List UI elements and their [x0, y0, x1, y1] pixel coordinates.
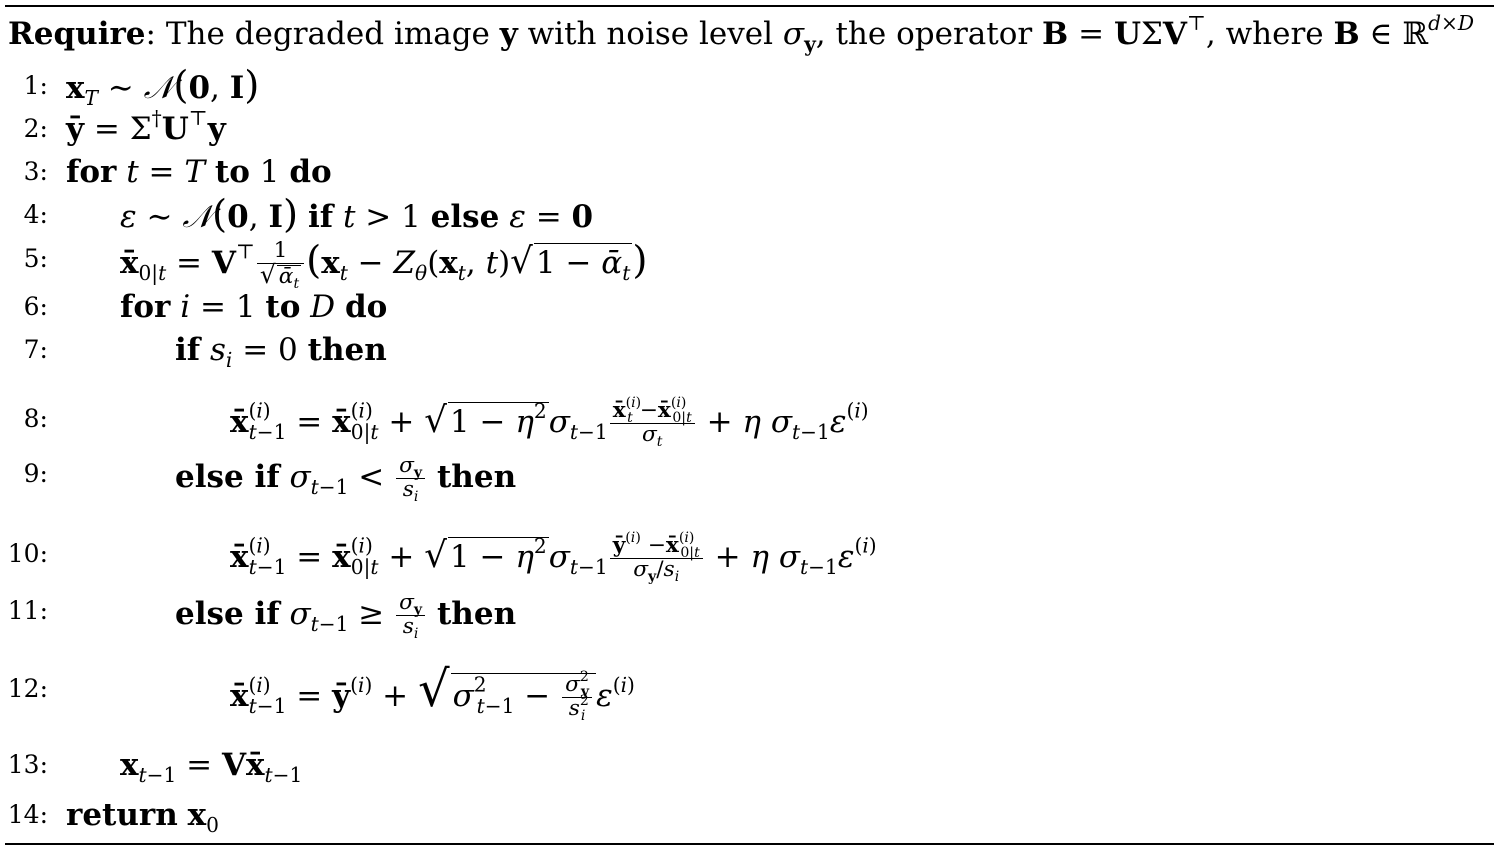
- line-number: 6:: [23, 292, 48, 321]
- line-content: for i = 1 to D do: [120, 289, 388, 325]
- line-number: 7:: [23, 335, 48, 364]
- require-label: Require: [8, 16, 146, 52]
- line-content: for t = T to 1 do: [66, 154, 332, 190]
- line-number: 14:: [7, 800, 48, 829]
- line-content: if si = 0 then: [175, 332, 387, 373]
- line-number: 13:: [7, 750, 48, 779]
- line-number: 1:: [23, 71, 48, 100]
- bottom-rule: [5, 843, 1494, 845]
- line-number: 2:: [23, 114, 48, 143]
- line-number: 4:: [23, 200, 48, 229]
- line-content: ȳ = Σ†U⊤y: [66, 105, 226, 147]
- line-number: 8:: [23, 404, 48, 433]
- line-content: x̄0|t = V⊤1√ᾱt(xt − Zθ(xt, t)√1 − ᾱt): [120, 237, 648, 292]
- require-text: Require: The degraded image y with noise…: [8, 10, 1475, 57]
- line-content: xt−1 = Vx̄t−1: [120, 747, 303, 788]
- line-number: 5:: [23, 244, 48, 273]
- line-content: return x0: [66, 797, 219, 838]
- top-rule: [5, 5, 1494, 7]
- line-number: 12:: [7, 674, 48, 703]
- line-number: 10:: [7, 539, 48, 568]
- line-content: ε ∼ 𝒩(0, I) if t > 1 else ε = 0: [120, 192, 594, 237]
- line-content: xT ∼ 𝒩(0, I): [66, 63, 260, 111]
- line-number: 9:: [23, 459, 48, 488]
- line-number: 3:: [23, 157, 48, 186]
- line-number: 11:: [7, 596, 48, 625]
